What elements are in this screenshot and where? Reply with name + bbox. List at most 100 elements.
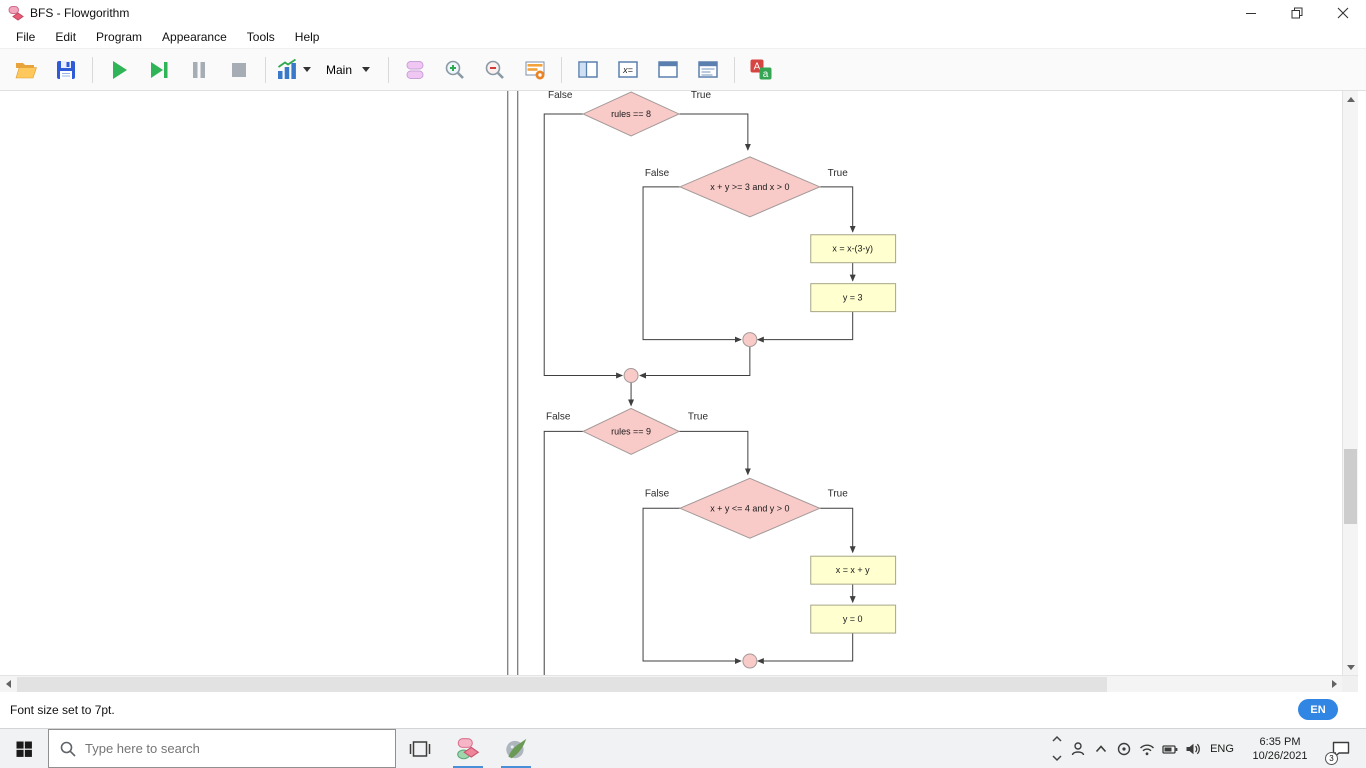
tray-status-button[interactable] [1112, 729, 1135, 768]
notification-button[interactable]: 3 [1320, 729, 1362, 768]
assignment-node-y3[interactable] [810, 283, 897, 313]
taskbar-spacer [540, 729, 1048, 768]
minimize-button[interactable] [1228, 0, 1274, 26]
scroll-right-button[interactable] [1326, 676, 1342, 692]
node-text: y = 3 [843, 293, 863, 303]
edge [543, 113, 624, 379]
triangle-right-icon [1331, 680, 1337, 688]
branch-label-false: False [546, 411, 571, 422]
menu-appearance[interactable]: Appearance [162, 30, 227, 44]
run-button[interactable] [102, 54, 136, 86]
taskbar-scroll-down-button[interactable] [1048, 752, 1066, 764]
console-button[interactable] [651, 54, 685, 86]
tray-time: 6:35 PM [1259, 735, 1301, 748]
output-window-button[interactable] [691, 54, 725, 86]
edge [819, 507, 856, 554]
save-button[interactable] [49, 54, 83, 86]
node-text: rules == 9 [611, 426, 651, 436]
translate-icon: A a [750, 59, 772, 80]
paint-app-icon [506, 738, 527, 758]
flow-edges [543, 113, 856, 675]
chart-settings-button[interactable] [518, 54, 552, 86]
flowchart-canvas[interactable]: rules == 8 x + y >= 3 and x > 0 x = x-(3… [0, 91, 1342, 675]
source-viewer-button[interactable] [571, 54, 605, 86]
stop-button[interactable] [222, 54, 256, 86]
assignment-node-x[interactable] [810, 234, 897, 264]
branch-label-false: False [548, 91, 573, 101]
split-window-icon [578, 60, 598, 78]
zoom-out-button[interactable] [478, 54, 512, 86]
triangle-up-icon [1346, 96, 1355, 102]
toolbar: Main [0, 48, 1366, 91]
branch-label-true: True [688, 411, 709, 422]
task-view-icon [409, 740, 431, 757]
scroll-up-button[interactable] [1343, 91, 1358, 107]
menu-program[interactable]: Program [96, 30, 143, 44]
chevron-down-icon [1052, 755, 1062, 762]
volume-button[interactable] [1181, 729, 1204, 768]
connector-node[interactable] [623, 368, 639, 383]
variable-watch-button[interactable]: x= [611, 54, 645, 86]
chart-button[interactable] [275, 54, 311, 86]
assignment-node-y0[interactable] [810, 604, 897, 634]
edge [543, 430, 584, 675]
tray-expand-button[interactable] [1089, 729, 1112, 768]
taskbar: ENG 6:35 PM 10/26/2021 3 [0, 728, 1366, 768]
people-button[interactable] [1066, 729, 1089, 768]
search-input[interactable] [85, 741, 385, 756]
scroll-left-button[interactable] [0, 676, 16, 692]
variable-watch-icon: x= [618, 60, 638, 78]
edge [678, 430, 751, 476]
active-app-indicator [501, 766, 531, 768]
vertical-scrollbar[interactable] [1342, 91, 1358, 675]
horizontal-scrollbar[interactable] [0, 675, 1342, 692]
node-text: x = x + y [836, 565, 870, 575]
network-button[interactable] [1135, 729, 1158, 768]
translate-button[interactable]: A a [744, 54, 778, 86]
menu-file[interactable]: File [16, 30, 36, 44]
task-view-button[interactable] [396, 729, 444, 768]
language-overlay-badge[interactable]: EN [1298, 699, 1338, 720]
language-indicator[interactable]: ENG [1204, 729, 1240, 768]
zoom-in-button[interactable] [438, 54, 472, 86]
taskbar-scroll-up-button[interactable] [1048, 733, 1066, 745]
edge [639, 346, 751, 379]
flow-nodes [581, 91, 897, 669]
flowgorithm-app-icon [8, 6, 24, 21]
step-button[interactable] [142, 54, 176, 86]
scroll-down-button[interactable] [1343, 659, 1358, 675]
menu-help[interactable]: Help [294, 30, 320, 44]
clock[interactable]: 6:35 PM 10/26/2021 [1240, 729, 1320, 768]
battery-button[interactable] [1158, 729, 1181, 768]
menu-tools[interactable]: Tools [246, 30, 275, 44]
decision-node-xy4[interactable] [678, 477, 822, 539]
menu-edit[interactable]: Edit [55, 30, 77, 44]
close-button[interactable] [1320, 0, 1366, 26]
node-text: rules == 8 [611, 109, 651, 119]
shape-style-button[interactable] [398, 54, 432, 86]
pause-button[interactable] [182, 54, 216, 86]
connector-node[interactable] [742, 332, 758, 348]
function-selector[interactable]: Main [314, 54, 382, 86]
connector-node[interactable] [742, 653, 758, 669]
taskbar-search[interactable] [48, 729, 396, 768]
horizontal-scroll-thumb[interactable] [17, 677, 1107, 692]
restore-button[interactable] [1274, 0, 1320, 26]
start-button[interactable] [0, 729, 48, 768]
taskbar-app-paint[interactable] [492, 729, 540, 768]
assignment-node-xy[interactable] [810, 555, 897, 585]
vertical-scroll-thumb[interactable] [1344, 449, 1357, 524]
branch-label-false: False [645, 488, 670, 499]
decision-node-xy3[interactable] [678, 156, 822, 218]
decision-node-rules8[interactable] [581, 91, 681, 137]
close-icon [1337, 7, 1349, 19]
edge [756, 311, 854, 343]
open-button[interactable] [9, 54, 43, 86]
decision-node-rules9[interactable] [581, 407, 681, 455]
taskbar-scroll [1048, 729, 1066, 768]
branch-label-true: True [828, 488, 849, 499]
window-right-margin [1358, 675, 1366, 692]
triangle-left-icon [5, 680, 11, 688]
taskbar-app-flowgorithm[interactable] [444, 729, 492, 768]
tray-date: 10/26/2021 [1252, 749, 1308, 762]
